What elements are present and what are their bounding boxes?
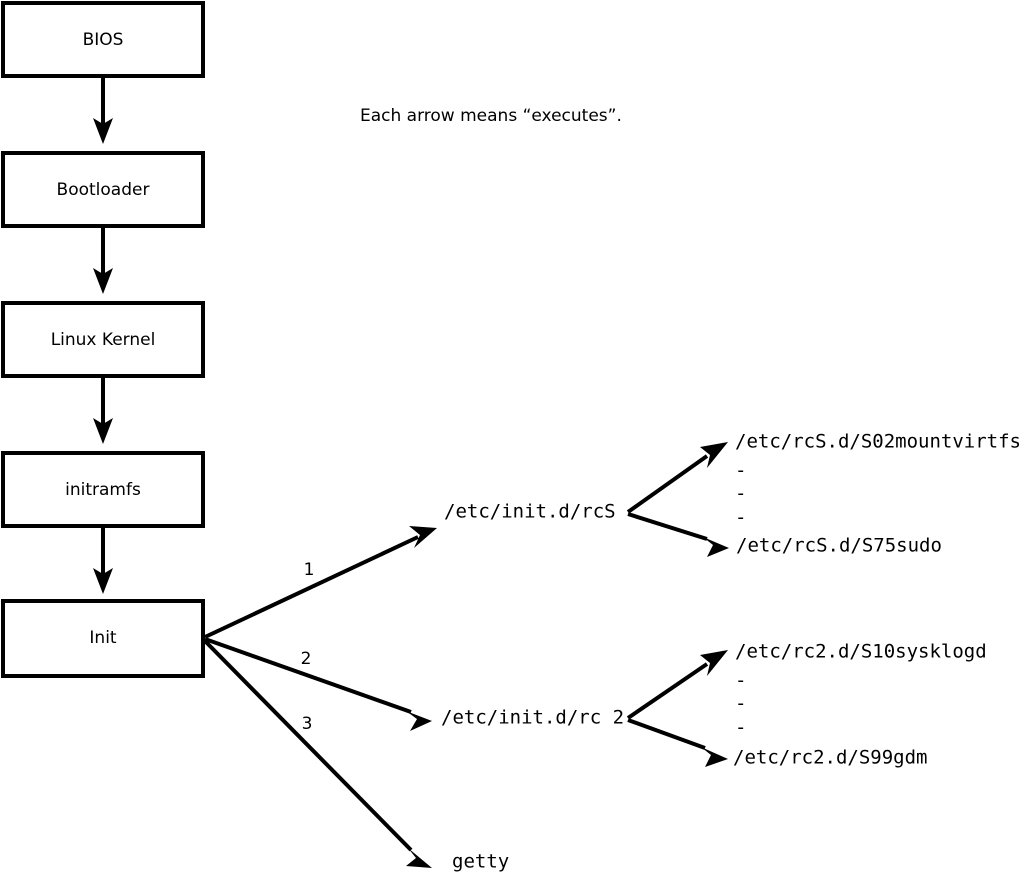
caption-text: Each arrow means “executes”. (360, 106, 622, 126)
arrowhead-bios-to-bootloader (93, 118, 113, 144)
rcs-fanout: /etc/rcS.d/S02mountvirtfs - - - /etc/rcS… (626, 431, 1021, 557)
rcs-ellipsis-dash-1: - (735, 460, 746, 482)
init-branch-1: 1 /etc/init.d/rcS (204, 501, 616, 639)
branch-3-arrowhead (406, 848, 432, 868)
rcs-first-script-label: /etc/rcS.d/S02mountvirtfs (735, 431, 1021, 453)
branch-3-number: 3 (302, 714, 313, 734)
branch-2-arrowhead (406, 711, 432, 731)
node-kernel-label: Linux Kernel (51, 330, 156, 350)
branch-2-number: 2 (301, 649, 312, 669)
rcs-first-arrowhead (700, 442, 728, 468)
rcs-last-script-label: /etc/rcS.d/S75sudo (736, 535, 942, 557)
node-kernel-box (1, 301, 205, 378)
branch-1-line (204, 535, 419, 639)
rc2-first-arrowhead (700, 650, 728, 676)
rcs-last-line (627, 512, 708, 541)
arrowhead-kernel-to-initramfs (93, 418, 113, 444)
chain-connectors (93, 77, 113, 594)
node-bios-box (1, 1, 205, 78)
branch-3-target-label: getty (452, 851, 509, 873)
node-initramfs[interactable]: initramfs (1, 451, 205, 528)
node-bios-label: BIOS (83, 30, 124, 50)
init-branch-2: 2 /etc/init.d/rc 2 (204, 637, 624, 731)
rc2-fanout: /etc/rc2.d/S10sysklogd - - - /etc/rc2.d/… (626, 641, 987, 769)
node-bootloader[interactable]: Bootloader (1, 151, 205, 228)
rc2-last-line (627, 718, 706, 750)
arrowhead-bootloader-to-kernel (93, 268, 113, 294)
node-initramfs-box (1, 451, 205, 528)
node-bios[interactable]: BIOS (1, 1, 205, 78)
node-kernel[interactable]: Linux Kernel (1, 301, 205, 378)
node-bootloader-label: Bootloader (57, 180, 150, 200)
arrowhead-initramfs-to-init (93, 568, 113, 594)
node-init-box (1, 599, 205, 678)
node-init[interactable]: Init (1, 599, 205, 678)
branch-1-target-label: /etc/init.d/rcS (444, 501, 616, 523)
rc2-last-script-label: /etc/rc2.d/S99gdm (733, 747, 927, 769)
rc2-ellipsis-dash-2: - (735, 693, 746, 715)
rc2-ellipsis-dash-3: - (735, 717, 746, 739)
branch-2-target-label: /etc/init.d/rc 2 (441, 707, 624, 729)
rcs-first-line (626, 454, 709, 514)
rc2-last-arrowhead (701, 747, 728, 767)
init-branch-3: 3 getty (203, 639, 509, 873)
node-init-label: Init (89, 628, 117, 648)
rc2-first-script-label: /etc/rc2.d/S10sysklogd (735, 641, 987, 663)
node-initramfs-label: initramfs (65, 480, 141, 500)
branch-2-line (204, 637, 412, 714)
rcs-ellipsis-dash-2: - (735, 483, 746, 505)
branch-3-line (203, 639, 413, 852)
rc2-first-line (626, 662, 709, 720)
branch-1-arrowhead (409, 526, 437, 548)
branch-1-number: 1 (304, 560, 315, 580)
rcs-ellipsis-dash-3: - (735, 507, 746, 529)
rc2-ellipsis-dash-1: - (735, 670, 746, 692)
node-bootloader-box (1, 151, 205, 228)
rcs-last-arrowhead (703, 537, 729, 557)
